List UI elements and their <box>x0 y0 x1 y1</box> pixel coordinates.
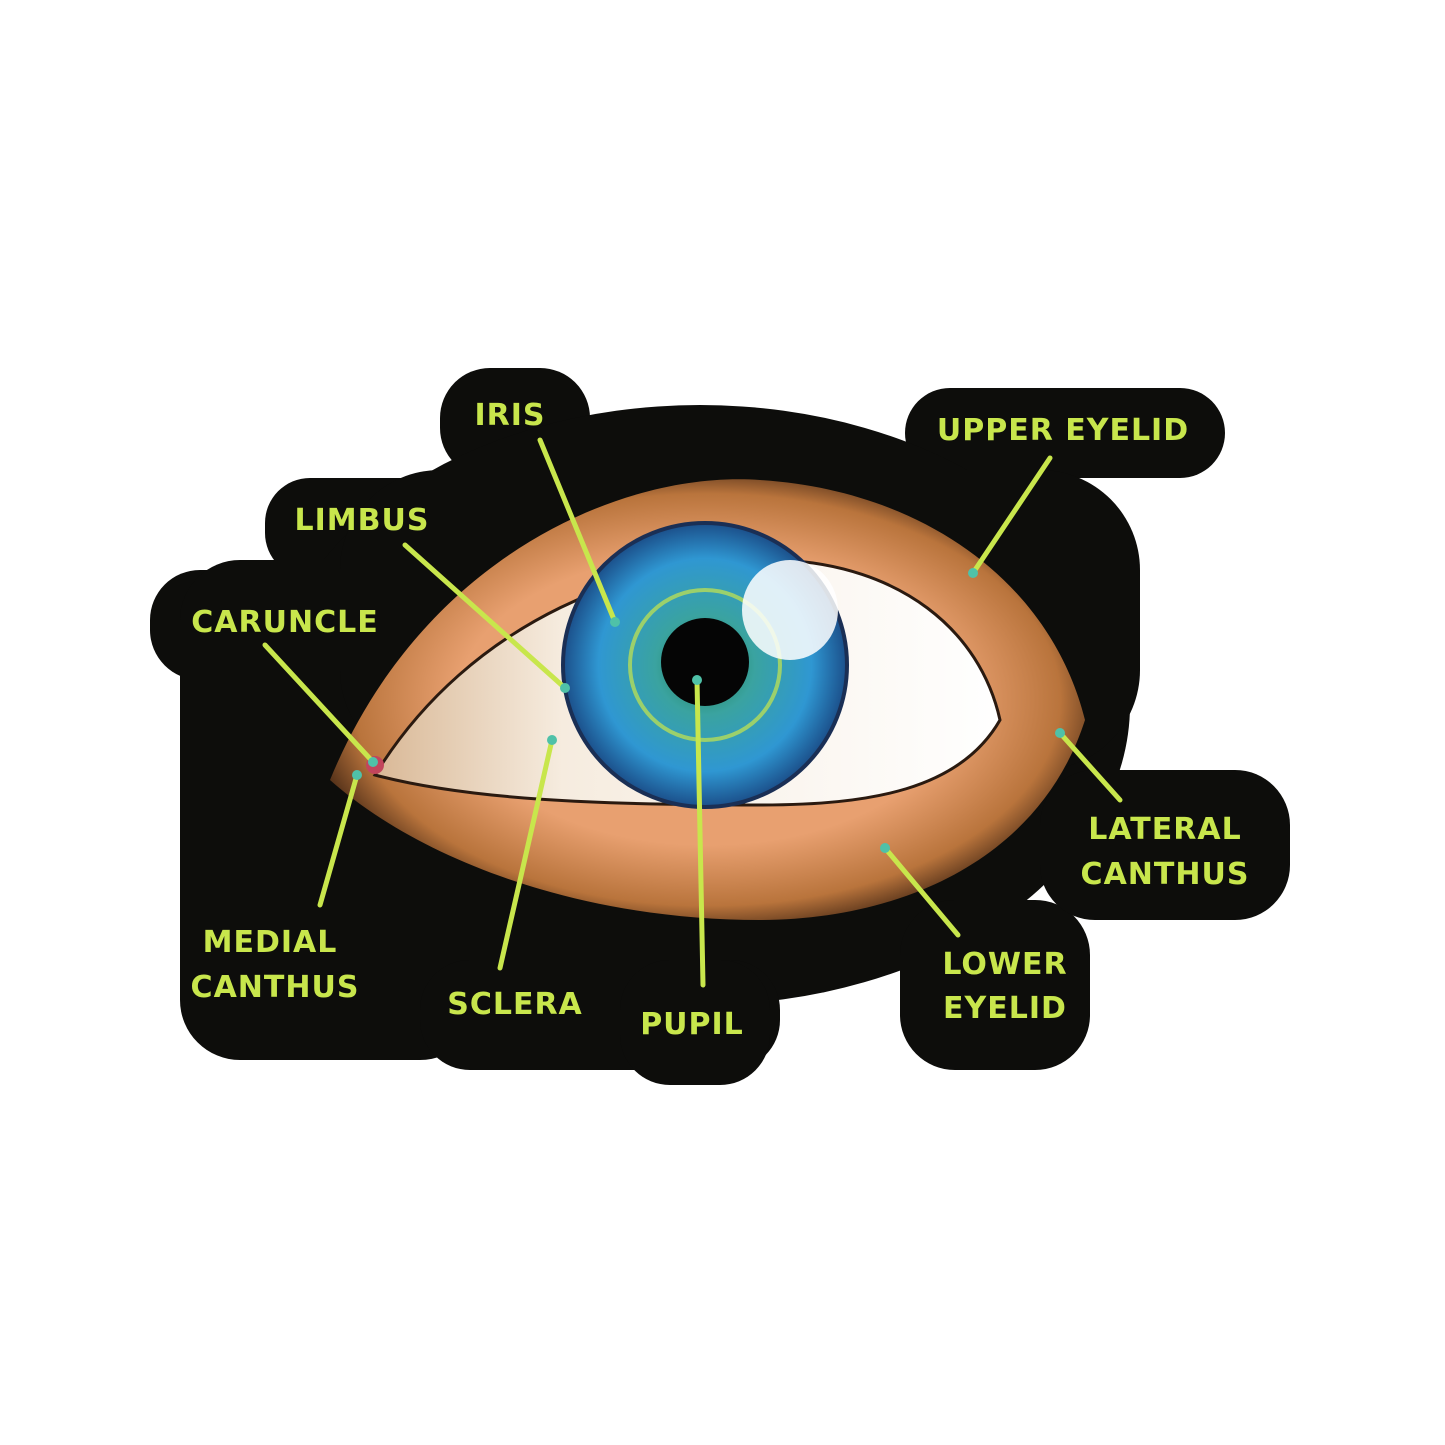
label-limbus: LIMBUS <box>295 503 430 538</box>
label-medial-canthus-line2: CANTHUS <box>191 970 360 1005</box>
label-iris: IRIS <box>474 398 545 433</box>
label-upper-eyelid: UPPER EYELID <box>937 413 1189 448</box>
iris-ring <box>628 588 782 742</box>
leader-dots <box>352 568 1065 853</box>
label-lateral-canthus-line1: LATERAL <box>1088 812 1241 847</box>
label-caruncle: CARUNCLE <box>191 605 378 640</box>
eye-illustration <box>330 479 1085 920</box>
pupil <box>661 618 749 706</box>
highlight <box>742 560 838 660</box>
leader-lines <box>262 437 1123 988</box>
label-pupil: PUPIL <box>640 1007 744 1042</box>
label-medial-canthus-line1: MEDIAL <box>203 925 338 960</box>
label-sclera: SCLERA <box>447 987 583 1022</box>
label-lower-eyelid-line1: LOWER <box>942 947 1067 982</box>
label-lower-eyelid-line2: EYELID <box>943 991 1067 1026</box>
label-lateral-canthus-line2: CANTHUS <box>1081 857 1250 892</box>
